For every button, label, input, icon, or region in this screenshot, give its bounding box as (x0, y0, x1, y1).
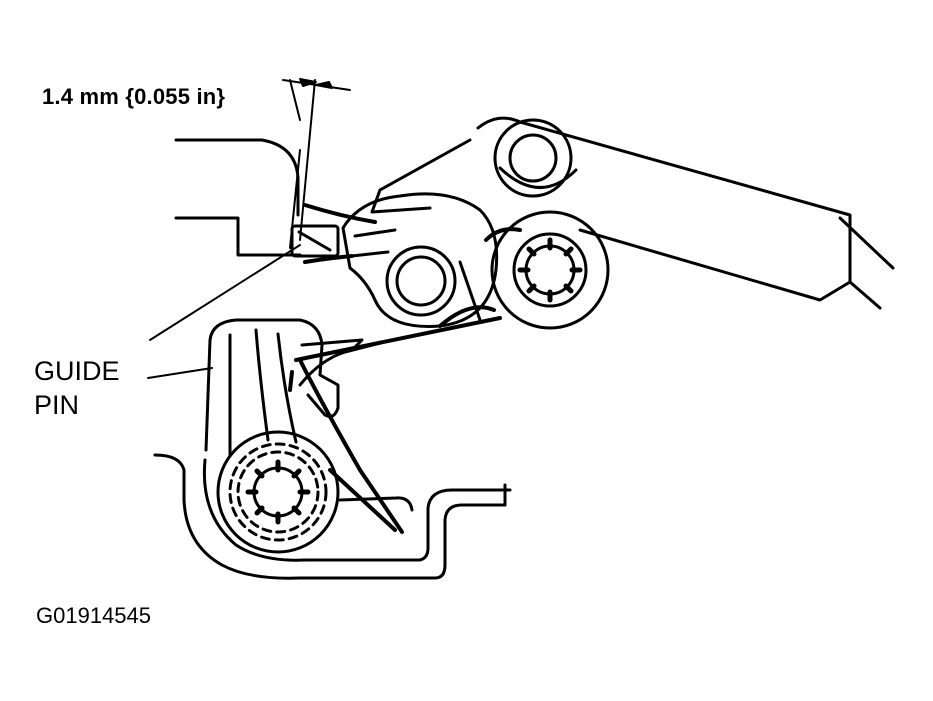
guide-pin (290, 224, 340, 258)
base-tray (153, 453, 512, 580)
lower-bracket (204, 318, 382, 457)
guide-label-line1: GUIDE (34, 356, 120, 386)
cable (288, 203, 522, 534)
upper-housing (174, 138, 302, 257)
dimension-label: 1.4 mm {0.055 in} (42, 84, 226, 109)
cam-block (341, 192, 499, 328)
guide-leader (147, 244, 301, 379)
guide-label-line2: PIN (34, 390, 80, 420)
pivot-bushing (493, 118, 578, 198)
guide-pin-label: GUIDE PIN (34, 354, 120, 422)
lever-arm (370, 116, 895, 310)
lower-pulley (216, 430, 340, 554)
upper-pulley (490, 210, 610, 330)
figure-id: G01914545 (36, 603, 151, 628)
dimension-marker (282, 78, 351, 249)
